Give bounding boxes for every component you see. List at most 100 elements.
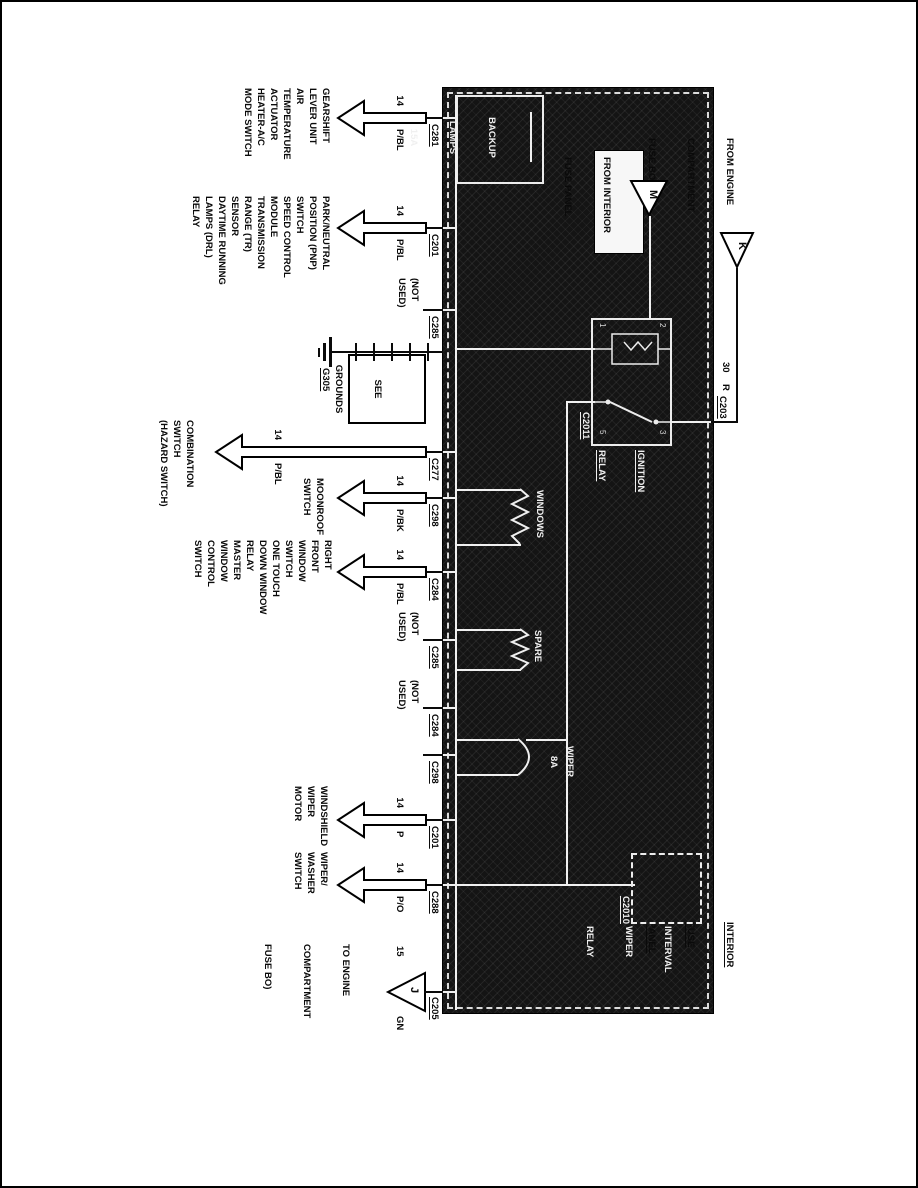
connector-tick — [442, 227, 457, 229]
backup-line: BACKUP — [486, 117, 497, 158]
connector-tick — [442, 309, 457, 311]
ground-id-label: G305 — [320, 368, 331, 392]
ground-bar-icon — [323, 343, 326, 361]
connector-arrow-icon — [336, 866, 427, 904]
svg-text:1: 1 — [598, 323, 607, 328]
from-interior-line: FROM INTERIOR — [601, 157, 612, 233]
connector-arrow-icon — [336, 479, 427, 517]
connector-arrow-icon — [336, 801, 427, 839]
from-interior-wire — [649, 216, 651, 320]
feed-run-wire — [736, 268, 738, 423]
connector-tick — [442, 497, 457, 499]
connector-arrow-icon — [336, 553, 427, 591]
wire-color-label: P/BL — [394, 583, 405, 605]
connector-stub — [425, 571, 443, 573]
component-label-line: CONTROL — [205, 540, 216, 587]
wiper-fuse-rating: 8A — [548, 756, 559, 769]
wire-color-label: P/BL — [394, 129, 405, 151]
from-interior-m-arrow-icon — [629, 180, 669, 218]
component-label-line: COMBINATION — [184, 420, 195, 488]
wiper-breaker-icon — [517, 738, 530, 776]
feed-drop-wire — [711, 421, 738, 423]
from-engine-line: COMPARTMENT — [685, 138, 696, 213]
connector-label-c277: C277 — [429, 458, 440, 481]
wiper-feed-wire — [526, 739, 568, 741]
connector-label-c201: C201 — [429, 234, 440, 257]
component-label-line: USED) — [396, 278, 407, 308]
connector-stub — [425, 117, 443, 119]
feed-k-arrow-icon — [719, 232, 755, 270]
connector-stub — [425, 497, 443, 499]
connector-stub — [425, 884, 443, 886]
fuse-lead-wire — [455, 489, 521, 491]
ignition-relay-label: IGNITION RELAY — [569, 450, 673, 492]
component-label-line: SWITCH — [294, 196, 305, 234]
ground-rung-tick — [355, 343, 357, 361]
connector-tick — [442, 117, 457, 119]
wire-gauge-label: 14 — [272, 429, 283, 440]
connector-arrow-icon — [214, 433, 427, 471]
component-label-line: DAYTIME RUNNING — [216, 196, 227, 285]
interval-relay-line: INTERVAL — [662, 926, 673, 973]
wiper-fuse-label: WIPER — [564, 746, 575, 778]
feed-entry-wire — [670, 421, 713, 423]
component-label-line: TEMPERATURE — [281, 88, 292, 160]
backup-line: LAMPS — [447, 120, 458, 155]
to-engine-line: TO ENGINE — [340, 944, 351, 997]
component-label-line: USED) — [396, 612, 407, 642]
component-label-line: LAMPS (DRL) — [203, 196, 214, 258]
connector-label-c285: C285 — [429, 316, 440, 339]
connector-label-c281: C281 — [429, 124, 440, 147]
to-engine-line: COMPARTMENT — [301, 944, 312, 1019]
component-label-line: SWITCH — [301, 478, 312, 516]
connector-label-c285: C285 — [429, 646, 440, 669]
connector-label-c284: C284 — [429, 714, 440, 737]
component-label-line: PARK/NEUTRAL — [320, 196, 331, 271]
component-label-line: MODE SWITCH — [242, 88, 253, 157]
component-label-line: MODULE — [268, 196, 279, 238]
wire-color-label: P/O — [394, 896, 405, 913]
connector-arrow-icon — [336, 99, 427, 137]
ignition-relay-line: IGNITION — [635, 450, 646, 493]
wire-gauge-label: 14 — [394, 475, 405, 486]
wire-gauge-label: 14 — [394, 862, 405, 873]
connector-label-c205: C205 — [429, 997, 440, 1020]
to-engine-j-letter: J — [408, 987, 420, 994]
component-label-line: GEARSHIFT — [320, 88, 331, 143]
connector-label-c298: C298 — [429, 504, 440, 527]
component-label-line: SWITCH — [192, 540, 203, 578]
component-label-line: RELAY — [190, 196, 201, 228]
spare-breaker-icon — [509, 628, 531, 671]
component-label-line: ACTUATOR — [268, 88, 279, 141]
component-label-line: MOONROOF — [314, 478, 325, 535]
component-label-line: (NOT — [409, 278, 420, 302]
svg-text:2: 2 — [658, 323, 667, 328]
fuse-lead-wire — [455, 544, 521, 546]
to-engine-j-arrow-icon — [385, 971, 426, 1013]
connector-stub — [423, 309, 443, 311]
component-label-line: RIGHT — [322, 540, 333, 570]
component-label-line: WIPER/ — [318, 852, 329, 886]
fuse-lead-wire — [455, 739, 518, 741]
ground-rung-tick — [409, 343, 411, 361]
component-label-line: SWITCH — [292, 852, 303, 890]
connector-tick — [442, 991, 457, 993]
component-label-line: SENSOR — [229, 196, 240, 237]
component-label-line: WIPER — [305, 786, 316, 818]
see-grounds-line: GROUNDS — [333, 364, 344, 414]
interval-wiper-relay-box — [631, 853, 702, 924]
component-label-line: HEATER-A/C — [255, 88, 266, 146]
component-label-line: RANGE (TR) — [242, 196, 253, 252]
fuse-lead-wire — [455, 774, 518, 776]
connector-tick — [442, 639, 457, 641]
relay-to-bus-wire — [455, 348, 595, 350]
from-engine-line: FROM ENGINE — [724, 138, 735, 206]
connector-stub — [423, 754, 443, 756]
fuse-lead-wire — [455, 669, 521, 671]
